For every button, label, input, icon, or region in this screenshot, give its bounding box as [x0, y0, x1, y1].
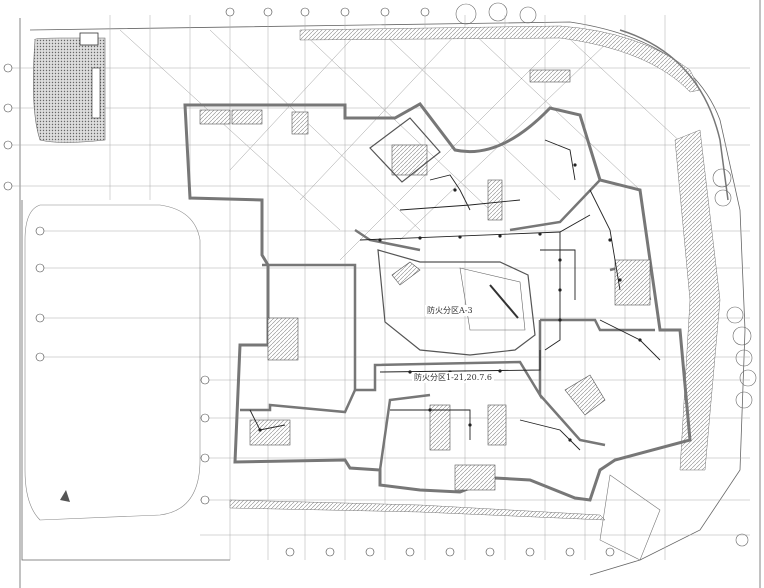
bench-strip — [91, 67, 101, 119]
bottom-strip — [229, 499, 606, 521]
grid-markers — [3, 7, 615, 557]
driveway-curve — [24, 204, 201, 521]
inner-walls — [240, 179, 655, 471]
stair-core-right — [564, 374, 606, 416]
sprinkler-heads — [258, 163, 642, 442]
landscape-area — [33, 37, 106, 143]
fire-zone-label-a: 防火分区A-3 — [425, 305, 475, 316]
fire-zone-label-b: 防火分区1-21,20.7.6 — [412, 372, 494, 383]
escalator-2 — [391, 261, 421, 286]
atrium-inner — [459, 267, 526, 331]
stair-core-top — [369, 117, 441, 183]
landscape-triangle — [599, 474, 661, 561]
ramp-curve — [619, 29, 729, 201]
cores — [199, 69, 651, 491]
small-structure — [79, 32, 99, 46]
escalator — [489, 284, 519, 319]
atrium — [377, 249, 536, 356]
north-arrow — [60, 490, 70, 502]
trees — [455, 2, 757, 547]
building-walls — [183, 102, 692, 502]
top-road — [299, 25, 701, 93]
